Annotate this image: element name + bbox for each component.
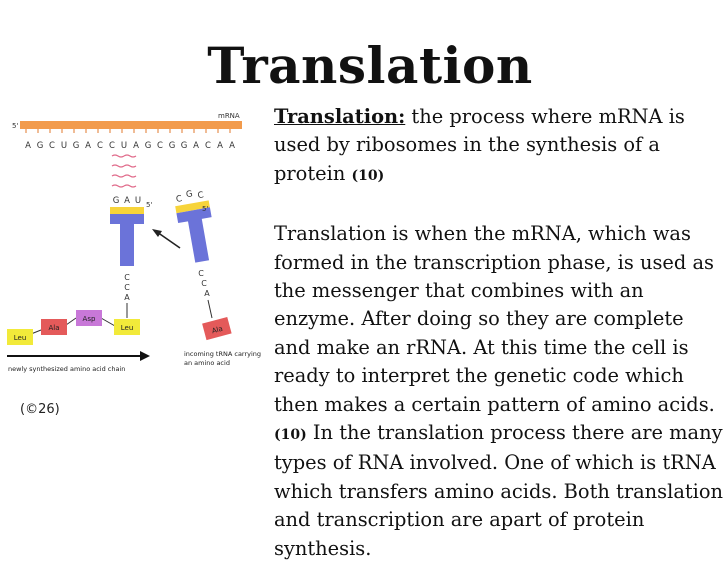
mrna-label: mRNA	[218, 112, 240, 120]
left-trna-anticodon-base: A	[124, 196, 130, 206]
left-trna-codon-block	[110, 207, 144, 214]
translation-diagram: mRNA 5' A G C U G A C C U A G C G G A C …	[7, 112, 261, 373]
image-credit: (©26)	[20, 402, 60, 417]
left-cca-base: A	[124, 293, 130, 302]
amino-acid-label: Asp	[83, 315, 96, 323]
citation: (10)	[351, 167, 385, 184]
incoming-trna-label: incoming tRNA carrying	[184, 350, 261, 358]
base: A	[133, 141, 139, 151]
base: A	[229, 141, 235, 151]
explanation-text: Translation is when the mRNA, which was …	[274, 222, 715, 416]
mrna-strand	[20, 121, 242, 129]
amino-acid-label: Leu	[14, 334, 27, 342]
base: C	[49, 141, 55, 151]
incoming-amino-acid	[202, 316, 232, 341]
left-trna-5prime: 5'	[146, 201, 152, 209]
explanation-text: In the translation process there are man…	[274, 421, 724, 560]
left-trna-anticodon-base: U	[135, 196, 141, 206]
chain-link	[100, 317, 116, 327]
left-trna-anticodon-base: G	[113, 196, 120, 206]
base: C	[157, 141, 163, 151]
base: G	[37, 141, 44, 151]
amino-acid-asp	[76, 310, 102, 326]
mrna-5prime-label: 5'	[12, 122, 18, 130]
incoming-amino-acid-label: Ala	[211, 325, 224, 336]
slide-title: Translation	[207, 36, 533, 95]
right-trna-anticodon-base: G	[185, 189, 193, 200]
right-cca-base: C	[198, 269, 204, 278]
chain-direction-arrowhead	[140, 351, 150, 361]
amino-acid-leu	[114, 319, 140, 335]
definition-paragraph: Translation: the process where mRNA is u…	[274, 103, 724, 190]
mrna-sequence: A G C U G A C C U A G C G G A C A A	[25, 141, 235, 151]
base: A	[217, 141, 223, 151]
base: G	[181, 141, 188, 151]
base: C	[97, 141, 103, 151]
base-pair-bonds	[111, 154, 137, 188]
right-trna-anticodon-base: C	[175, 194, 183, 205]
explanation-paragraph: Translation is when the mRNA, which was …	[274, 220, 724, 563]
base: U	[121, 141, 127, 151]
movement-arrowhead	[152, 229, 162, 237]
amino-acid-leu	[7, 329, 33, 345]
chain-label: newly synthesized amino acid chain	[8, 365, 125, 373]
base: G	[73, 141, 80, 151]
definition-term: Translation:	[274, 105, 406, 128]
base: A	[25, 141, 31, 151]
slide-body: Translation: the process where mRNA is u…	[274, 103, 724, 563]
definition-text: the process where mRNA is used by riboso…	[274, 105, 685, 185]
amino-acid-ala	[41, 319, 67, 335]
base: A	[193, 141, 199, 151]
right-cca-base: A	[204, 289, 210, 298]
mrna-ticks	[25, 129, 231, 133]
right-cca-base: C	[201, 279, 207, 288]
left-cca-base: C	[124, 273, 130, 282]
base: C	[205, 141, 211, 151]
right-trna-anticodon-base: C	[197, 190, 205, 201]
left-cca-base: C	[124, 283, 130, 292]
base: C	[109, 141, 115, 151]
citation: (10)	[274, 427, 307, 444]
right-trna-5prime: 5'	[202, 205, 208, 213]
base: A	[85, 141, 91, 151]
right-trna-codon-block	[175, 200, 210, 214]
chain-link	[65, 317, 77, 326]
incoming-trna-label: an amino acid	[184, 359, 230, 367]
right-trna-body	[176, 207, 212, 263]
left-trna-body	[110, 214, 144, 266]
base: U	[61, 141, 67, 151]
right-trna-link	[207, 299, 213, 319]
amino-acid-label: Leu	[121, 324, 134, 332]
amino-acid-label: Ala	[48, 324, 59, 332]
base: G	[169, 141, 176, 151]
movement-arrow	[156, 231, 181, 249]
base: G	[145, 141, 152, 151]
